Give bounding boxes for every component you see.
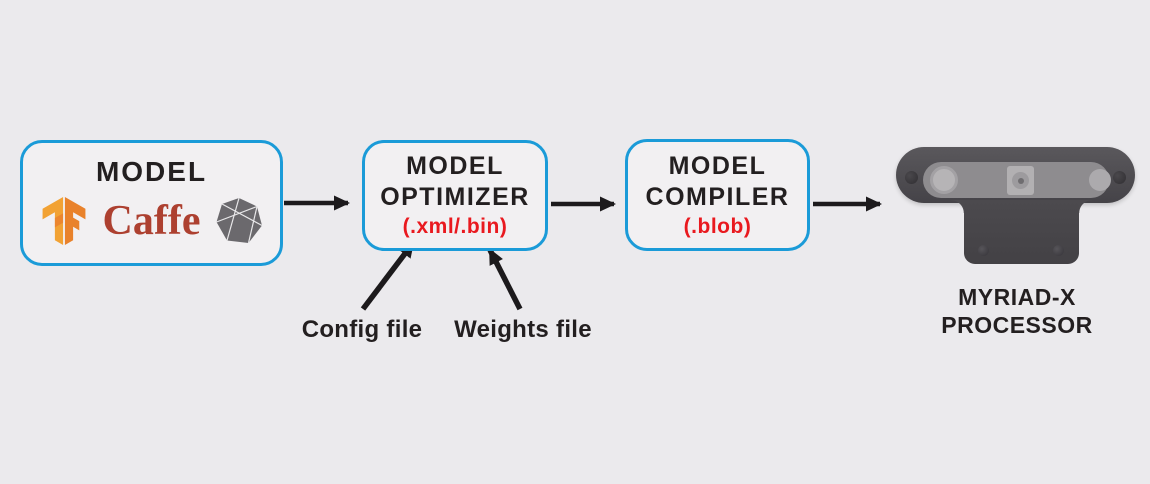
optimizer-title-line1: MODEL <box>406 152 504 180</box>
screw-icon <box>1113 171 1126 184</box>
caffe-logo: Caffe <box>102 198 201 244</box>
screw-icon <box>905 171 918 184</box>
processor-caption-line2: PROCESSOR <box>941 312 1093 338</box>
screw-icon <box>978 245 989 256</box>
camera-center-module <box>1007 166 1034 195</box>
optimizer-output-format: (.xml/.bin) <box>402 215 508 238</box>
optimizer-title-line2: OPTIMIZER <box>380 183 530 211</box>
arrow-config-to-optimizer <box>360 241 416 311</box>
onnx-icon <box>216 197 263 244</box>
model-title: MODEL <box>95 156 208 187</box>
camera-right-lens <box>1089 169 1111 191</box>
camera-center-lens <box>1012 172 1029 189</box>
camera-tab-fillet-right <box>1079 200 1092 213</box>
framework-logo-row: Caffe <box>23 196 280 246</box>
processor-caption: MYRIAD-X PROCESSOR <box>892 283 1142 339</box>
weights-file-label: Weights file <box>454 316 592 343</box>
camera-left-lens <box>930 166 958 194</box>
camera-tab-fillet-left <box>951 200 964 213</box>
myriad-camera-image <box>896 147 1136 269</box>
processor-caption-line1: MYRIAD-X <box>958 284 1076 310</box>
arrow-weights-to-optimizer <box>487 248 523 311</box>
config-file-label: Config file <box>301 316 423 343</box>
tensorflow-icon <box>42 197 85 245</box>
compiler-title-line2: COMPILER <box>645 183 790 211</box>
compiler-title-line1: MODEL <box>668 152 767 180</box>
screw-icon <box>1053 245 1064 256</box>
node-model-optimizer: MODEL OPTIMIZER (.xml/.bin) <box>362 140 548 251</box>
node-model: MODEL Caffe <box>20 140 283 266</box>
compiler-output-format: (.blob) <box>683 215 752 238</box>
node-model-compiler: MODEL COMPILER (.blob) <box>625 139 810 251</box>
camera-center-pupil <box>1017 177 1024 184</box>
